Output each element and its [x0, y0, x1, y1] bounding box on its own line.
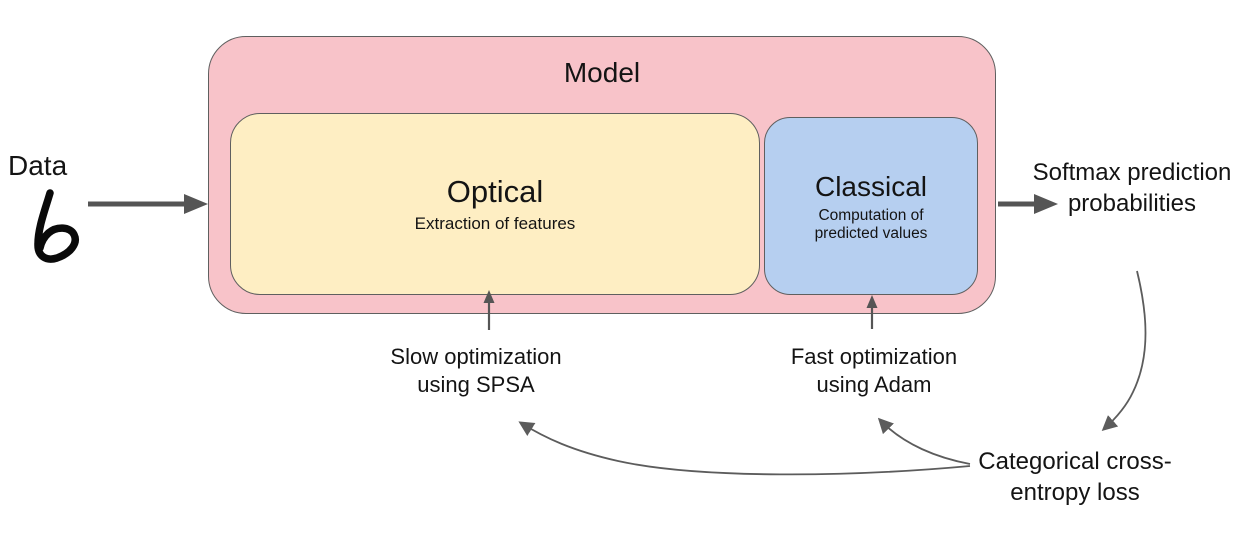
classical-box: Classical Computation of predicted value…	[764, 117, 978, 295]
data-to-model-arrow	[88, 194, 208, 214]
softmax-to-loss-arrow	[1101, 270, 1147, 432]
classical-title: Classical	[814, 171, 928, 202]
optical-subtitle: Extraction of features	[414, 214, 576, 233]
loss-to-spsa-arrow	[518, 421, 971, 476]
optical-box: Optical Extraction of features	[230, 113, 760, 295]
data-label: Data	[8, 150, 68, 181]
optical-title: Optical	[446, 174, 544, 209]
handwritten-digit-6-icon	[34, 189, 79, 263]
softmax-output-label: Softmax prediction probabilities	[1032, 159, 1232, 217]
slow-optimization-label: Slow optimization using SPSA	[390, 344, 562, 397]
loss-label: Categorical cross-entropy loss	[978, 448, 1172, 506]
classical-subtitle: Computation of predicted values	[814, 207, 928, 242]
fast-optimization-label: Fast optimization using Adam	[790, 344, 958, 397]
model-title: Model	[563, 57, 641, 88]
loss-to-adam-arrow	[877, 417, 971, 465]
